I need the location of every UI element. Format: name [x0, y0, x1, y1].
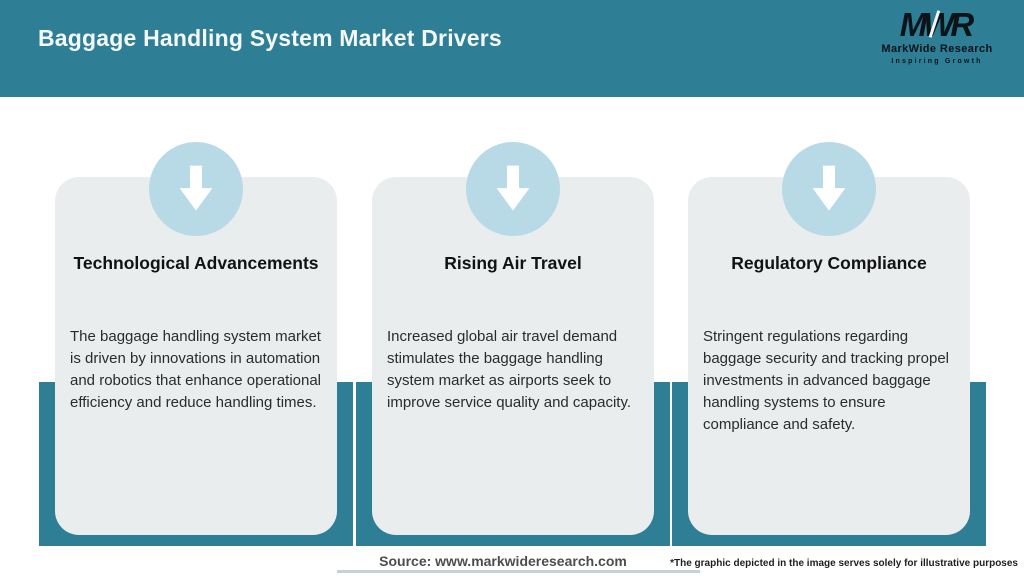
driver-card-regulatory-compliance: Regulatory Compliance Stringent regulati… [672, 0, 986, 576]
card-body: Rising Air Travel Increased global air t… [372, 177, 654, 535]
mwr-monogram: MWR [900, 8, 974, 41]
arrow-down-icon [149, 142, 243, 236]
header-bar: Baggage Handling System Market Drivers M… [0, 0, 1024, 97]
arrow-down-icon [782, 142, 876, 236]
card-description: Increased global air travel demand stimu… [387, 328, 631, 412]
page-title: Baggage Handling System Market Drivers [38, 25, 502, 51]
arrow-down-icon [466, 142, 560, 236]
driver-card-rising-air-travel: Rising Air Travel Increased global air t… [356, 0, 670, 576]
card-title: Regulatory Compliance [731, 253, 927, 273]
card-description: The baggage handling system market is dr… [70, 328, 322, 412]
card-title: Rising Air Travel [444, 253, 582, 273]
card-description: Stringent regulations regarding baggage … [703, 328, 949, 434]
card-body: Technological Advancements The baggage h… [55, 177, 337, 535]
disclaimer-text: *The graphic depicted in the image serve… [670, 558, 1018, 569]
source-text: Source: www.markwideresearch.com [379, 553, 627, 569]
logo-company-name: MarkWide Research [881, 43, 993, 55]
driver-card-technological-advancements: Technological Advancements The baggage h… [39, 0, 353, 576]
card-title: Technological Advancements [73, 253, 319, 273]
card-body: Regulatory Compliance Stringent regulati… [688, 177, 970, 535]
logo-tagline: Inspiring Growth [891, 58, 983, 65]
bottom-divider [337, 570, 700, 573]
markwide-logo: MWR MarkWide Research Inspiring Growth [872, 8, 1002, 65]
